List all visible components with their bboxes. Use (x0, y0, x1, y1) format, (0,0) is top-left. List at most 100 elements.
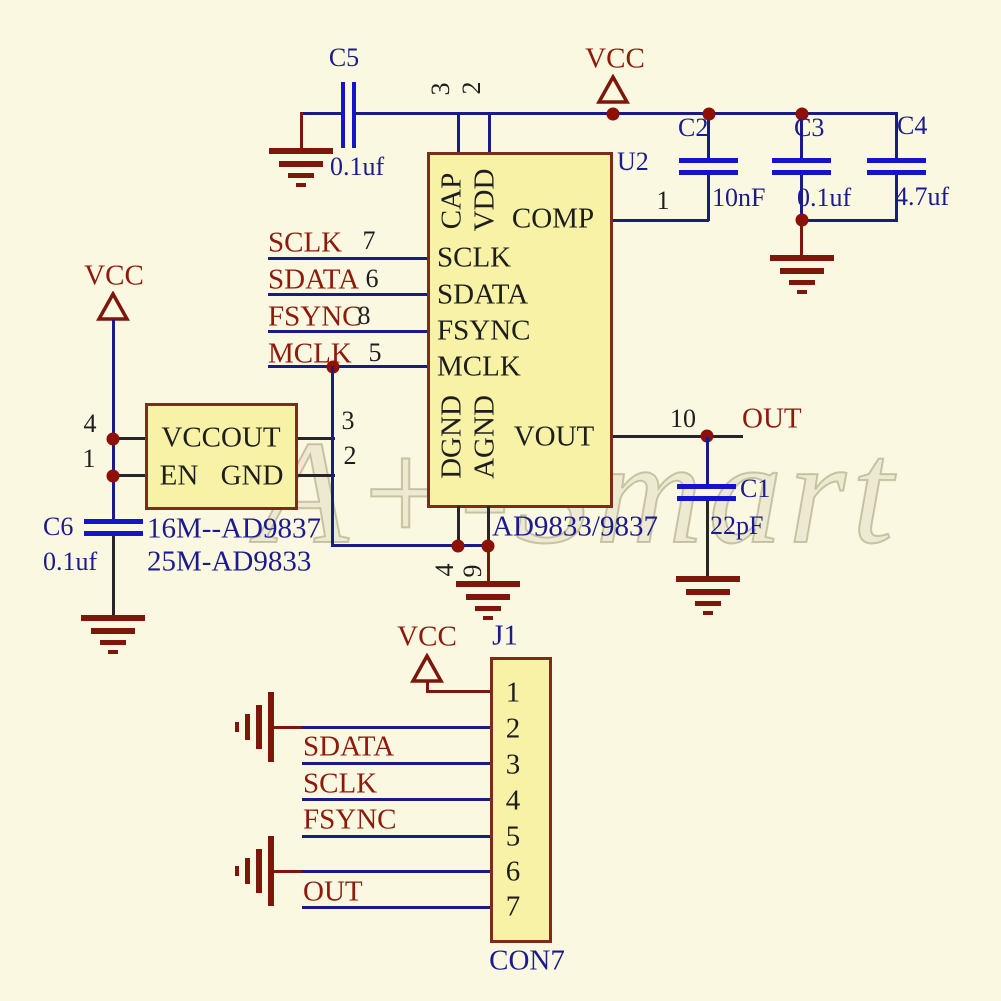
osc-note-line1: 16M--AD9837 (147, 512, 321, 545)
j1-net-label-sdata: SDATA (303, 730, 395, 763)
u2-pin-sdata: SDATA (437, 278, 529, 311)
j1-pin-number-2: 2 (505, 712, 521, 745)
oscillator-body (145, 403, 298, 510)
c3-plate-bottom (772, 170, 831, 175)
c4-plate-bottom (867, 170, 926, 175)
pin-number-fsync: 8 (357, 301, 371, 330)
junction-vcc-top (606, 107, 620, 121)
c3-ref: C3 (794, 113, 825, 142)
c2-value: 10nF (712, 183, 766, 212)
c2-plate-bottom (679, 170, 738, 175)
c6-value: 0.1uf (43, 547, 98, 576)
junction-dgnd (451, 539, 465, 553)
j1-type-label: CON7 (489, 944, 565, 977)
wire-dgnd-stub (457, 506, 460, 546)
j1-pin-number-4: 4 (505, 784, 521, 817)
pin-number-vout: 10 (670, 404, 696, 433)
c3-plate-top (772, 158, 831, 163)
junction-osc-en (106, 469, 120, 483)
c3-value: 0.1uf (797, 183, 852, 212)
c1-plate-bottom (677, 496, 736, 501)
wire-osc-pin4 (113, 437, 145, 440)
c6-plate-top (84, 519, 143, 524)
vcc-label-top: VCC (585, 42, 645, 75)
pin-number-agnd: 9 (458, 564, 487, 578)
u2-pin-dgnd: DGND (435, 395, 468, 479)
wire-c4-bottom (895, 175, 898, 221)
osc-note-line2: 25M-AD9833 (147, 545, 312, 578)
wire-j1-pin6-left (272, 870, 304, 873)
c1-ref: C1 (740, 474, 771, 503)
wire-gnd-run-horizontal (331, 544, 490, 547)
j1-pin-number-3: 3 (505, 748, 521, 781)
u2-pin-mclk: MCLK (437, 350, 521, 383)
net-label-sdata: SDATA (268, 263, 360, 296)
wire-fsync (268, 330, 427, 333)
osc-pin-number-1: 1 (82, 444, 96, 473)
osc-pin-number-2: 2 (343, 441, 357, 470)
wire-c6-gnd-drop (112, 536, 115, 616)
j1-pin-number-6: 6 (505, 855, 521, 888)
osc-pin-gnd: GND (220, 459, 284, 492)
c4-value: 4.7uf (895, 182, 950, 211)
u2-pin-comp: COMP (511, 202, 595, 235)
c6-ref: C6 (43, 512, 74, 541)
wire-j1-pin3 (302, 762, 490, 765)
wire-mclk-osc-vertical (331, 366, 334, 547)
wire-agnd-gnd-drop (487, 546, 490, 582)
wire-osc-pin1 (113, 474, 145, 477)
wire-c4-top (895, 112, 898, 158)
wire-c2-top (707, 112, 710, 158)
u2-body (427, 152, 613, 508)
u2-pin-sclk: SCLK (437, 241, 512, 274)
wire-vdd-stub (488, 112, 491, 154)
junction-osc-vcc (106, 432, 120, 446)
wire-c1-gnd-drop (706, 501, 709, 577)
j1-net-label-sclk: SCLK (303, 767, 378, 800)
wire-c1-top (706, 437, 709, 485)
wire-cap-stub (457, 112, 460, 154)
u2-pin-agnd: AGND (468, 395, 501, 479)
net-label-sclk: SCLK (268, 226, 343, 259)
j1-net-label-out: OUT (303, 875, 363, 908)
wire-j1-pin1 (426, 690, 490, 693)
c1-value: 22pF (710, 511, 764, 540)
wire-j1-pin4 (302, 798, 490, 801)
c1-plate-top (677, 484, 736, 489)
wire-c3-top (800, 112, 803, 158)
wire-osc-pin3 (298, 437, 335, 440)
wire-j1-pin7 (302, 906, 490, 909)
osc-pin-en: EN (159, 459, 199, 492)
c5-ref: C5 (328, 43, 360, 72)
vcc-label-left: VCC (84, 259, 144, 292)
junction-c3-gnd (795, 213, 809, 227)
wire-c3c4-bottom (800, 219, 898, 222)
c6-plate-bottom (84, 531, 143, 536)
wire-vout (613, 435, 743, 438)
c2-ref: C2 (678, 113, 709, 142)
osc-pin-vccout: VCCOUT (161, 421, 281, 454)
j1-net-label-fsync: FSYNC (303, 803, 397, 836)
wire-j1-pin6 (302, 870, 490, 873)
wire-agnd-stub (487, 506, 490, 546)
pin-number-comp: 1 (656, 186, 670, 215)
pin-number-dgnd: 4 (430, 563, 459, 577)
wire-j1-pin2 (302, 726, 490, 729)
wire-sdata (268, 293, 427, 296)
wire-top-rail-left (300, 112, 343, 115)
j1-ref: J1 (492, 619, 518, 652)
osc-pin-number-3: 3 (341, 406, 355, 435)
u2-pin-vout: VOUT (513, 420, 595, 453)
wire-mclk (268, 365, 427, 368)
pin-number-vdd: 2 (457, 81, 486, 95)
pin-number-cap: 3 (426, 82, 455, 96)
u2-pin-fsync: FSYNC (437, 314, 531, 347)
net-label-fsync: FSYNC (268, 300, 362, 333)
junction-c3-rail (795, 107, 809, 121)
wire-c3-gnd-drop (800, 221, 803, 256)
c5-value: 0.1uf (330, 152, 385, 181)
vcc-symbol-top (596, 74, 630, 104)
wire-sclk (268, 257, 427, 260)
u2-part-label: AD9833/9837 (492, 510, 658, 543)
